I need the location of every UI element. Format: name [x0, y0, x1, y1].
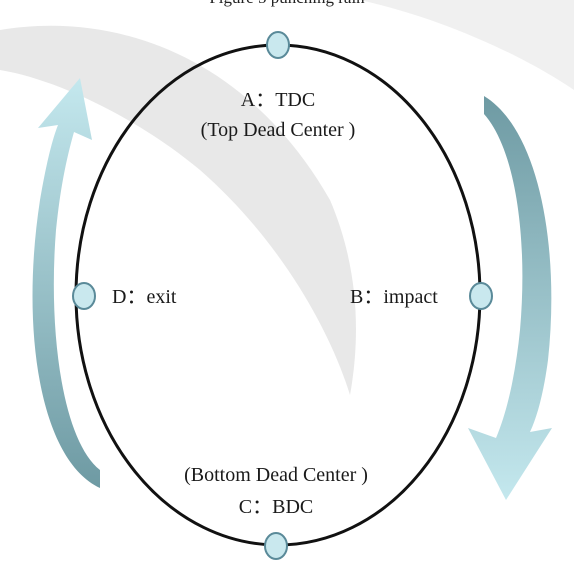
background-swoosh: [0, 25, 356, 396]
point-a-label: A：TDC: [240, 89, 316, 111]
figure-caption: Figure 5 punching rain: [0, 0, 574, 8]
node-d-marker: [72, 282, 96, 310]
point-d-label: D：exit: [112, 286, 177, 308]
node-b-marker: [469, 282, 493, 310]
node-a-marker: [266, 31, 290, 59]
point-b-label: B：impact: [350, 286, 438, 308]
node-c-marker: [264, 532, 288, 560]
point-a-sublabel: (Top Dead Center ): [200, 119, 356, 141]
point-c-sublabel: (Bottom Dead Center ): [184, 464, 368, 486]
arrow-down-icon: [468, 96, 552, 500]
arrow-up-icon: [32, 78, 100, 488]
point-c-label: C：BDC: [238, 496, 314, 518]
background-swoosh: [360, 0, 574, 90]
